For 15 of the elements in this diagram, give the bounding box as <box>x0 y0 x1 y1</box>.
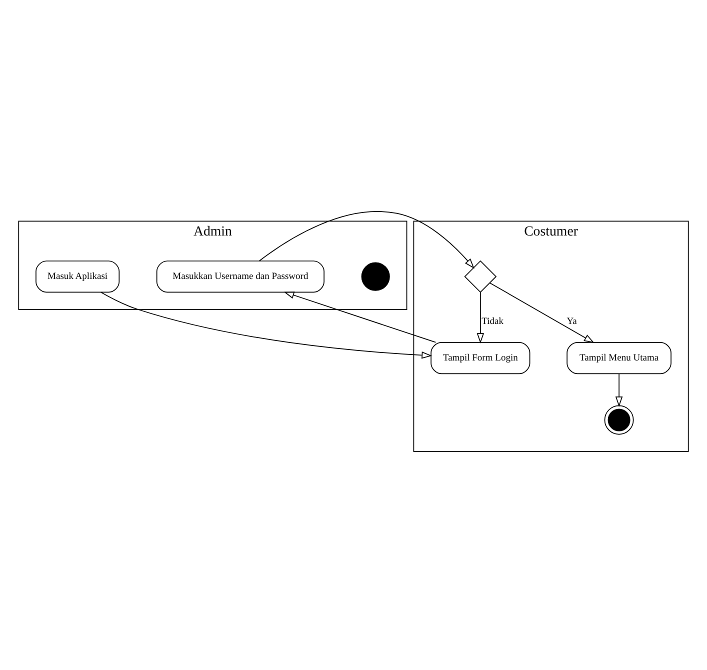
edge-label: Tidak <box>482 317 504 328</box>
node-box: Tampil Menu Utama <box>566 342 672 374</box>
arrow <box>284 292 436 343</box>
arrow <box>258 211 474 269</box>
node-circle <box>604 405 634 435</box>
arrow <box>615 373 623 407</box>
node-box: Masukkan Username dan Password <box>156 260 324 293</box>
node-diamond <box>464 260 497 293</box>
edge-label: Ya <box>566 317 577 328</box>
node-box: Masuk Aplikasi <box>36 260 120 293</box>
arrow <box>100 292 432 359</box>
node-box: Tampil Form Login <box>430 342 530 374</box>
arrow <box>476 292 484 344</box>
node-circle <box>361 262 390 291</box>
arrow <box>490 282 594 343</box>
